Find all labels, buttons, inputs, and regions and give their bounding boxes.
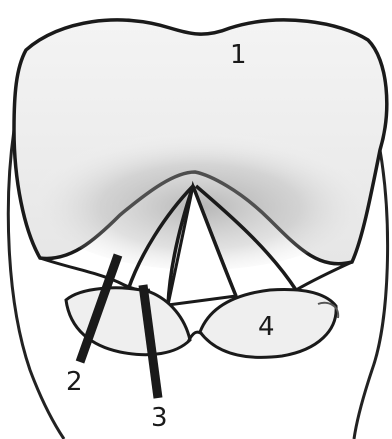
right-aryepiglottic-fold bbox=[296, 262, 352, 290]
label-1: 1 bbox=[230, 42, 247, 68]
interarytenoid-notch bbox=[188, 332, 202, 342]
label-2: 2 bbox=[66, 369, 83, 395]
label-4: 4 bbox=[258, 314, 275, 340]
label-3: 3 bbox=[151, 405, 168, 431]
